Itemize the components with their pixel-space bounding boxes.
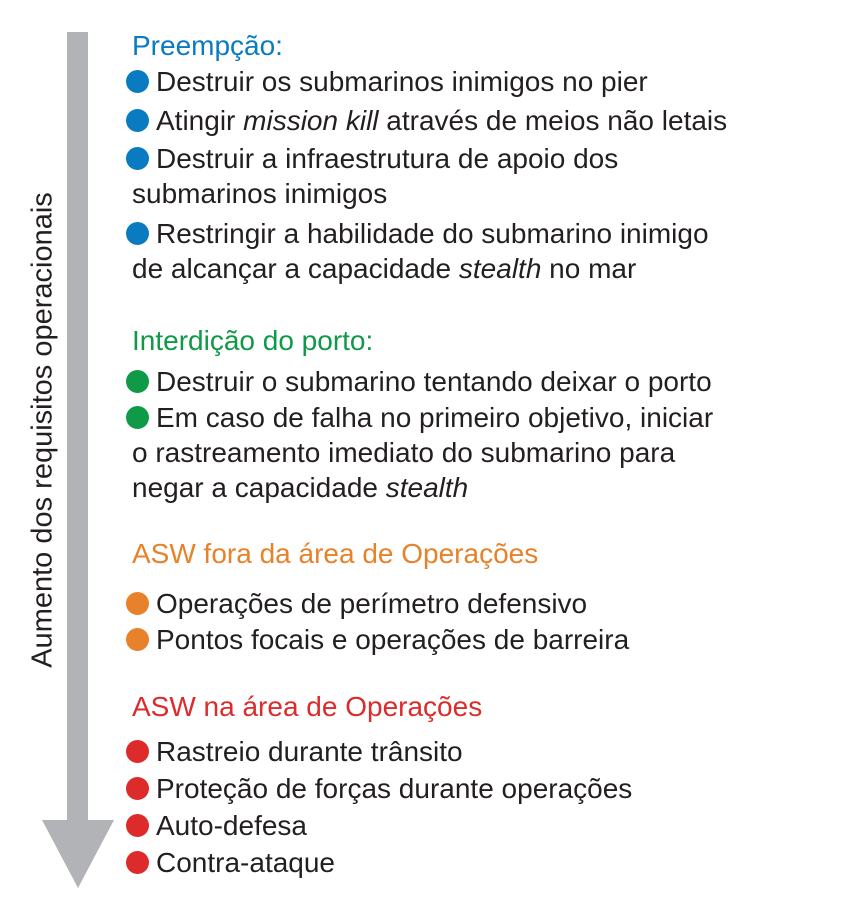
- list-item: Operações de perímetro defensivo: [126, 586, 587, 621]
- item-text: Auto-defesa: [156, 810, 307, 841]
- item-text: no mar: [541, 253, 637, 284]
- bullet-icon: [126, 109, 149, 132]
- list-item: Proteção de forças durante operações: [126, 771, 632, 806]
- list-item: Restringir a habilidade do submarino ini…: [126, 216, 709, 286]
- item-text: negar a capacidade: [132, 472, 386, 503]
- item-text: Destruir o submarino tentando deixar o p…: [156, 366, 712, 397]
- increase-arrow-shaft: [67, 32, 88, 822]
- item-text: Rastreio durante trânsito: [156, 736, 463, 767]
- item-text: Em caso de falha no primeiro objetivo, i…: [156, 402, 714, 433]
- item-text: Destruir a infraestrutura de apoio dos: [156, 143, 619, 174]
- bullet-icon: [126, 814, 149, 837]
- list-item: Contra-ataque: [126, 845, 335, 880]
- list-item: Rastreio durante trânsito: [126, 734, 463, 769]
- list-item: Em caso de falha no primeiro objetivo, i…: [126, 400, 713, 505]
- section-heading-port-interdiction: Interdição do porto:: [132, 325, 374, 356]
- bullet-icon: [126, 370, 149, 393]
- item-text-line2: de alcançar a capacidade stealth no mar: [126, 251, 709, 286]
- item-text: Pontos focais e operações de barreira: [156, 624, 630, 655]
- bullet-icon: [126, 851, 149, 874]
- bullet-icon: [126, 592, 149, 615]
- item-text-line2: o rastreamento imediato do submarino par…: [132, 437, 676, 468]
- list-item: Destruir os submarinos inimigos no pier: [126, 64, 648, 99]
- axis-label: Aumento dos requisitos operacionais: [26, 192, 59, 668]
- list-item: Destruir o submarino tentando deixar o p…: [126, 364, 712, 399]
- list-item: Atingir mission kill através de meios nã…: [126, 103, 727, 138]
- bullet-icon: [126, 406, 149, 429]
- list-item: Destruir a infraestrutura de apoio dos s…: [126, 141, 618, 211]
- item-text: Destruir os submarinos inimigos no pier: [156, 66, 648, 97]
- item-text: de alcançar a capacidade: [132, 253, 459, 284]
- item-text: Operações de perímetro defensivo: [156, 588, 588, 619]
- item-text-line3: negar a capacidade stealth: [126, 470, 713, 505]
- item-text: Proteção de forças durante operações: [156, 773, 633, 804]
- item-text: Contra-ataque: [156, 847, 336, 878]
- bullet-icon: [126, 628, 149, 651]
- list-item: Auto-defesa: [126, 808, 307, 843]
- bullet-icon: [126, 70, 149, 93]
- increase-arrow-head-icon: [42, 820, 114, 888]
- bullet-icon: [126, 222, 149, 245]
- item-text-italic: stealth: [458, 253, 542, 284]
- bullet-icon: [126, 147, 149, 170]
- item-text-italic: mission kill: [243, 105, 379, 136]
- list-item: Pontos focais e operações de barreira: [126, 622, 629, 657]
- section-heading-asw-inside: ASW na área de Operações: [132, 691, 483, 722]
- item-text: através de meios não letais: [378, 105, 728, 136]
- item-text: Atingir: [156, 105, 244, 136]
- section-heading-asw-outside: ASW fora da área de Operações: [132, 538, 539, 569]
- item-text-italic: stealth: [385, 472, 469, 503]
- item-text-line2: submarinos inimigos: [132, 178, 388, 209]
- bullet-icon: [126, 740, 149, 763]
- item-text: Restringir a habilidade do submarino ini…: [156, 218, 709, 249]
- bullet-icon: [126, 777, 149, 800]
- section-heading-preemption: Preempção:: [132, 30, 283, 61]
